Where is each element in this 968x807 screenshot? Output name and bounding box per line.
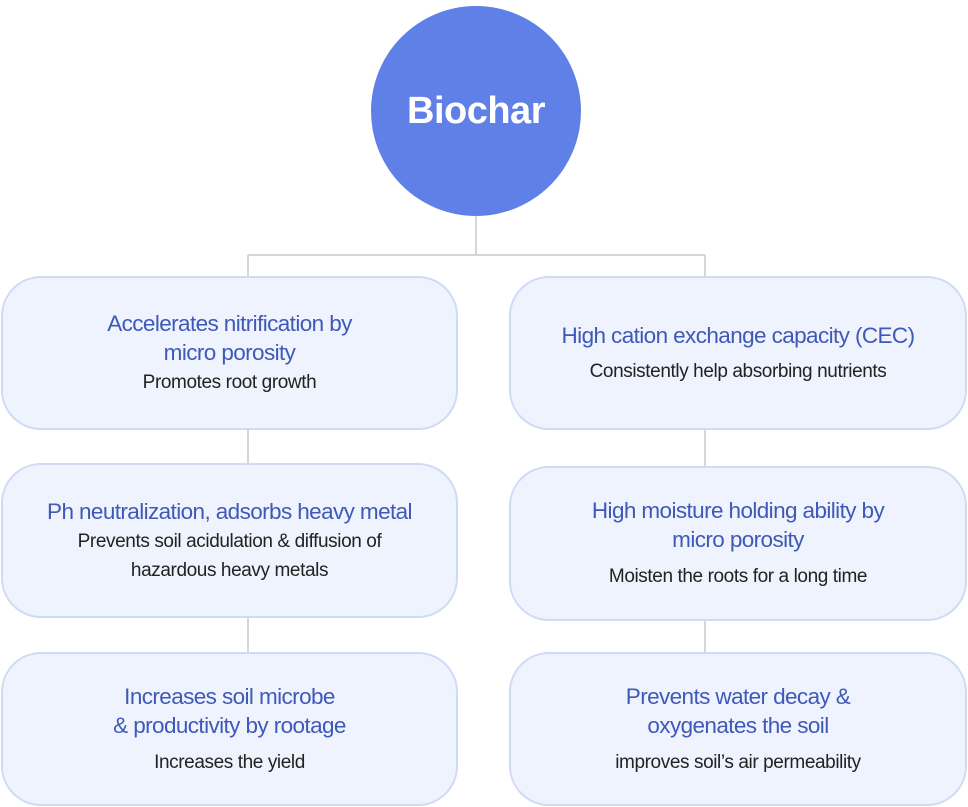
card-description: hazardous heavy metals bbox=[130, 559, 329, 581]
card-title: Increases soil microbe bbox=[124, 683, 335, 709]
card-title: & productivity by rootage bbox=[113, 712, 346, 738]
benefit-card-soil-microbe: Increases soil microbe & productivity by… bbox=[1, 652, 458, 806]
card-title: High cation exchange capacity (CEC) bbox=[561, 322, 916, 348]
card-title: Ph neutralization, adsorbs heavy metal bbox=[47, 498, 413, 524]
card-title: micro porosity bbox=[163, 340, 296, 365]
card-description: Increases the yield bbox=[154, 751, 305, 773]
benefit-card-nitrification: Accelerates nitrification by micro poros… bbox=[1, 276, 458, 430]
card-title: oxygenates the soil bbox=[647, 712, 829, 738]
card-description: Prevents soil acidulation & diffusion of bbox=[77, 530, 382, 552]
card-description: Moisten the roots for a long time bbox=[608, 566, 868, 587]
benefit-card-water-decay: Prevents water decay & oxygenates the so… bbox=[509, 652, 967, 806]
card-title: High moisture holding ability by bbox=[591, 498, 885, 523]
card-title: Prevents water decay & bbox=[625, 683, 851, 709]
hub-title: Biochar bbox=[407, 89, 545, 132]
card-description: Consistently help absorbing nutrients bbox=[589, 360, 887, 382]
benefit-card-cec: High cation exchange capacity (CEC) Cons… bbox=[509, 276, 967, 430]
card-description: improves soil’s air permeability bbox=[615, 751, 861, 773]
card-description: Promotes root growth bbox=[142, 372, 317, 393]
benefit-card-moisture: High moisture holding ability by micro p… bbox=[509, 466, 967, 621]
biochar-hub-circle: Biochar bbox=[371, 6, 581, 216]
card-title: micro porosity bbox=[672, 527, 804, 552]
benefit-card-ph-neutralization: Ph neutralization, adsorbs heavy metal P… bbox=[1, 463, 458, 618]
card-title: Accelerates nitrification by bbox=[107, 311, 352, 336]
